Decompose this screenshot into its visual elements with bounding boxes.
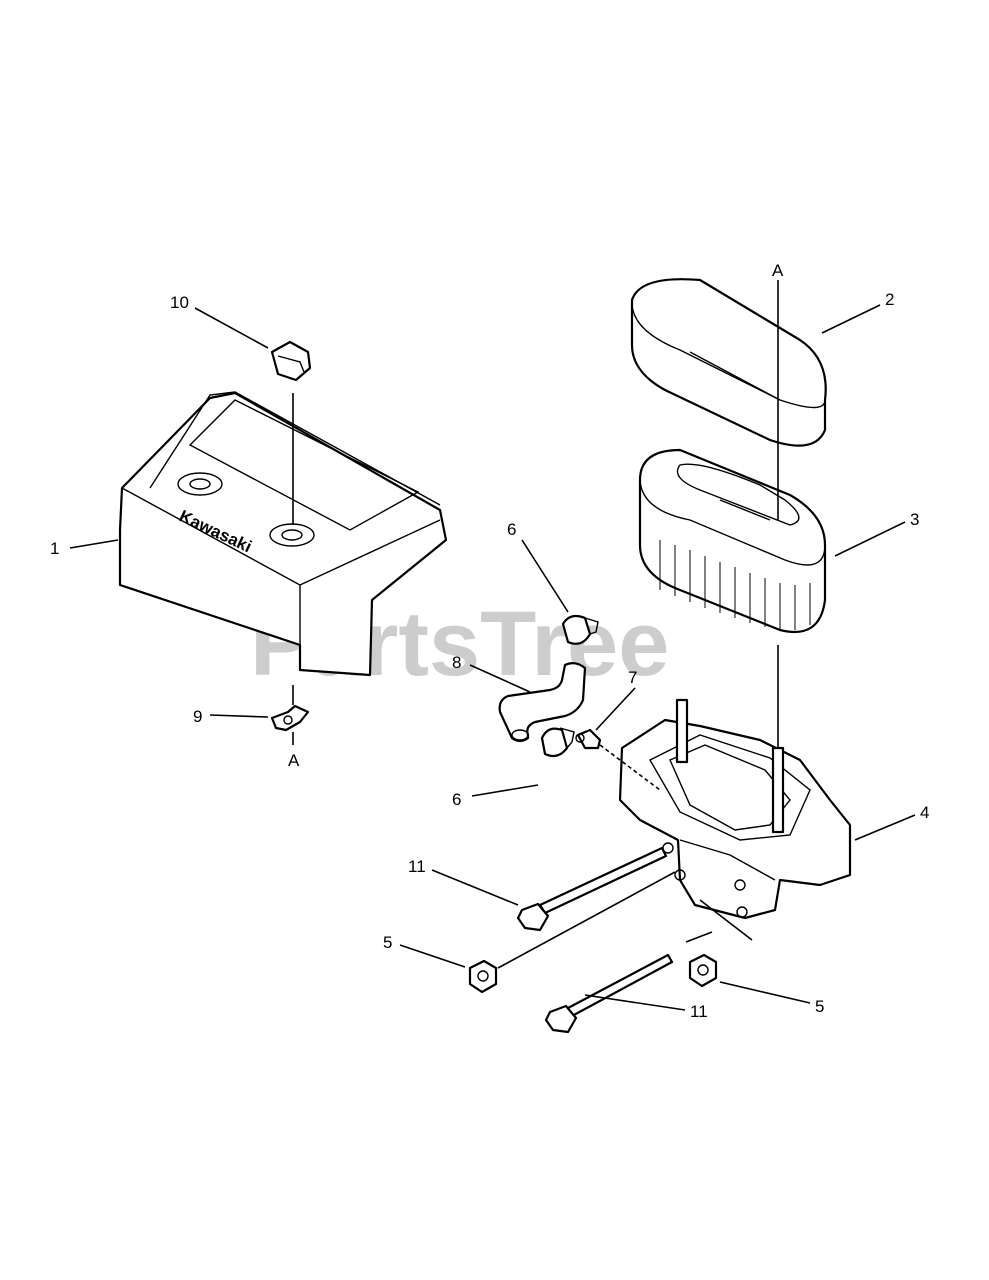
callout-1: 1 — [50, 539, 59, 558]
breather-hose[interactable] — [498, 661, 587, 743]
callout-9: 9 — [193, 707, 202, 726]
callout-2: 2 — [885, 290, 894, 309]
leader-1 — [69, 539, 119, 549]
breather-fitting[interactable] — [575, 728, 602, 750]
leader-5a — [399, 944, 466, 968]
guide-nut-left — [497, 871, 676, 969]
leader-5b — [719, 981, 811, 1004]
leader-6a — [521, 539, 569, 613]
leader-11a — [431, 869, 519, 906]
nut-right[interactable] — [688, 953, 718, 988]
reference-a-top: A — [772, 261, 784, 280]
leader-6b — [471, 784, 539, 797]
stud-left — [675, 698, 689, 764]
callout-10: 10 — [170, 293, 189, 312]
guide-bolt-lower — [685, 931, 713, 943]
callout-11-top: 11 — [408, 857, 426, 876]
callout-7: 7 — [628, 668, 637, 687]
callout-8: 8 — [452, 653, 461, 672]
air-cleaner-cover[interactable]: Kawasaki — [118, 391, 448, 677]
nut-left[interactable] — [468, 959, 498, 994]
leader-11b — [584, 994, 686, 1011]
callout-11-bottom: 11 — [690, 1002, 708, 1021]
leader-8 — [469, 664, 531, 693]
knob[interactable] — [270, 340, 312, 382]
callout-3: 3 — [910, 510, 919, 529]
bolt-lower[interactable] — [544, 953, 674, 1034]
bolt-upper[interactable] — [516, 846, 668, 932]
reference-a-bottom: A — [288, 751, 300, 770]
guide-breather — [599, 744, 661, 791]
callout-6-top: 6 — [507, 520, 516, 539]
air-cleaner-base[interactable] — [618, 698, 852, 920]
callout-4: 4 — [920, 803, 929, 822]
leader-9 — [209, 714, 269, 718]
wing-nut[interactable] — [270, 704, 310, 732]
callout-5-right: 5 — [815, 997, 824, 1016]
filter-pleats — [659, 540, 811, 630]
callout-6-bottom: 6 — [452, 790, 461, 809]
stud-right — [771, 746, 785, 834]
leader-10 — [194, 307, 269, 349]
guide-nut-right — [699, 899, 753, 941]
leader-2 — [821, 304, 881, 334]
hose-clamp-bottom[interactable] — [540, 727, 575, 758]
leader-4 — [854, 814, 916, 841]
leader-7 — [595, 687, 636, 731]
hose-clamp-top[interactable] — [561, 614, 599, 645]
callout-5-left: 5 — [383, 933, 392, 952]
pre-cleaner[interactable] — [630, 278, 827, 447]
leader-3 — [834, 521, 906, 557]
